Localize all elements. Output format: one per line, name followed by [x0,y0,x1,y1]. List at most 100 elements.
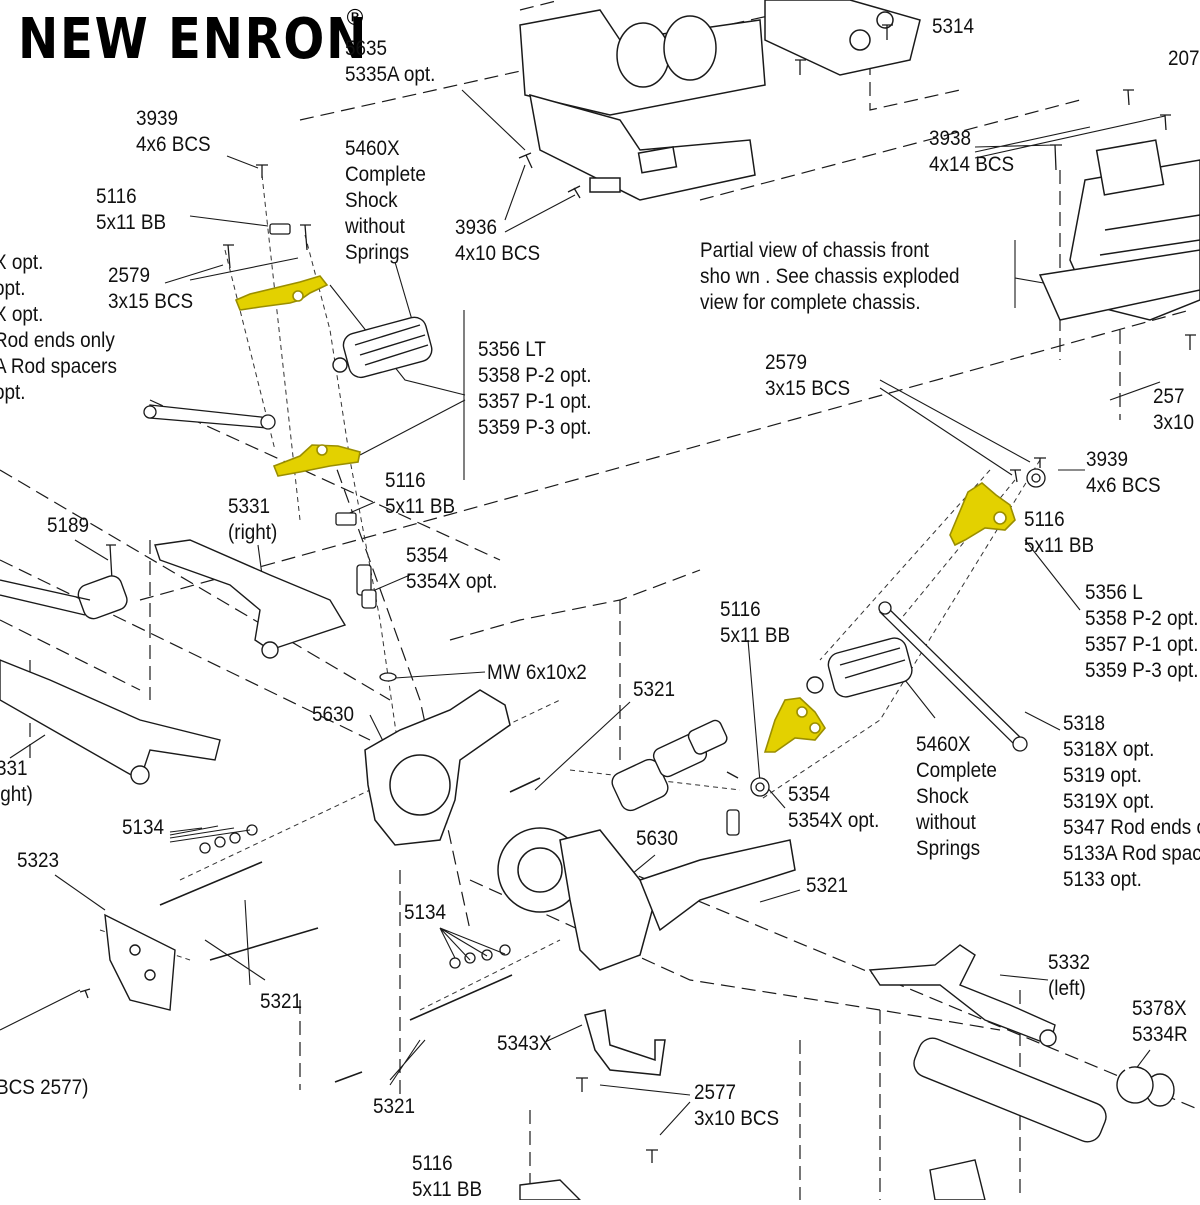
bump-stop-mount [584,1009,666,1076]
part-label-line: 5354 [406,544,449,567]
part-label-line: 3x15 BCS [765,377,851,400]
part-label-line: 2579 [108,264,151,287]
part-label-line: 5334R [1132,1023,1188,1046]
part-label-line: view for complete chassis. [700,291,921,314]
part-label-line: (left) [1048,977,1086,1000]
part-label-5630a: 5630 [312,702,354,728]
part-label-line: 5321 [806,874,849,897]
part-label-line: 5314 [932,15,975,38]
part-label-line: 2579 [765,351,808,374]
part-label-bcs: BCS 2577) [0,1075,88,1101]
part-label-line: 5x11 BB [96,211,167,234]
exploded-axis-line [819,469,991,661]
steering-link-left [143,404,276,430]
lower-arm-left [519,1159,986,1201]
part-label-2579b: 2579 3x15 BCS [765,350,850,402]
part-label-line: Rod ends only [0,329,115,352]
leader-line [359,399,466,456]
part-label-line: 5x11 BB [412,1178,483,1201]
part-label-line: 3938 [929,127,972,150]
part-label-5321d: 5321 [373,1094,415,1120]
part-label-line: opt. [0,277,26,300]
part-label-line: 5331 [228,495,271,518]
dashed-guide-line [469,879,1001,1031]
part-label-5332: 5332(left) [1048,950,1090,1002]
part-label-line: 5357 P-1 opt. [1085,633,1199,656]
chassis-front-partial [1038,139,1200,321]
highlighted-shock-mount-lower-left [763,697,826,753]
dashed-guide-line [519,0,561,11]
part-label-line: without [916,811,976,834]
part-label-line: 5358 P-2 opt. [1085,607,1199,630]
part-label-line: 5x11 BB [1024,534,1095,557]
part-label-line: 5189 [47,514,90,537]
leader-line [394,671,486,679]
part-label-line: 5321 [373,1095,416,1118]
registered-trademark-mark: ® [344,6,366,31]
part-label-line: 5354 [788,783,831,806]
leader-line [164,257,299,284]
highlighted-shock-tower-upper-right [234,275,329,311]
part-label-5321c: 5321 [260,989,302,1015]
part-label-line: 5116 [385,469,426,492]
leader-line [389,1039,426,1086]
bearings [269,223,1046,797]
leader-line [189,215,269,227]
highlighted-shock-tower-lower-right [272,444,361,477]
part-label-line: (right) [228,521,278,544]
part-label-line: 4x6 BCS [1086,474,1161,497]
part-label-5116d: 5116 5x11 BB [720,597,790,649]
part-label-5321a: 5321 [633,677,675,703]
axle-shaft-left [913,1037,1175,1143]
leader-line [329,284,466,396]
part-label-line: 5x11 BB [720,624,791,647]
part-label-line: Partial view of chassis front [700,239,929,262]
leader-line [504,164,576,233]
steering-link-right [878,601,1028,752]
part-label-line: Shock [916,785,969,808]
part-label-line: 5319 opt. [1063,764,1142,787]
dashed-guide-line [0,619,141,691]
part-label-line: 5357 P-1 opt. [478,390,592,413]
part-label-line: MW 6x10x2 [487,661,587,684]
leader-line [461,89,526,151]
leader-line [9,734,46,759]
part-label-line: 5134 [404,901,447,924]
dashed-guide-line [699,99,1081,201]
part-label-line: 5133 opt. [1063,868,1142,891]
leader-line [879,379,1031,476]
part-label-line: 5134 [122,816,165,839]
part-label-line: 2577 [694,1081,737,1104]
leader-line [1109,381,1161,401]
part-label-line: 5630 [312,703,355,726]
part-label-line: 5356 LT [478,338,546,361]
part-label-line: 3936 [455,216,498,239]
lower-arm-right [0,659,221,785]
dashed-guide-line [299,0,843,121]
bumper-mount [764,0,921,76]
part-label-line: 5133A Rod spacers [1063,842,1200,865]
hinge-pin-plate [104,913,176,1011]
shock-absorber-left [806,637,913,698]
part-label-line: 5116 [720,598,761,621]
part-label-5343: 5343X [497,1031,552,1057]
part-label-331: 331ight) [0,756,33,808]
part-label-line: Complete [345,163,426,186]
dashed-guide-line [149,399,501,561]
part-label-line: opt. [0,381,26,404]
brand-logo: NEW ENRON [18,7,369,72]
part-label-line: 5359 P-3 opt. [1085,659,1199,682]
